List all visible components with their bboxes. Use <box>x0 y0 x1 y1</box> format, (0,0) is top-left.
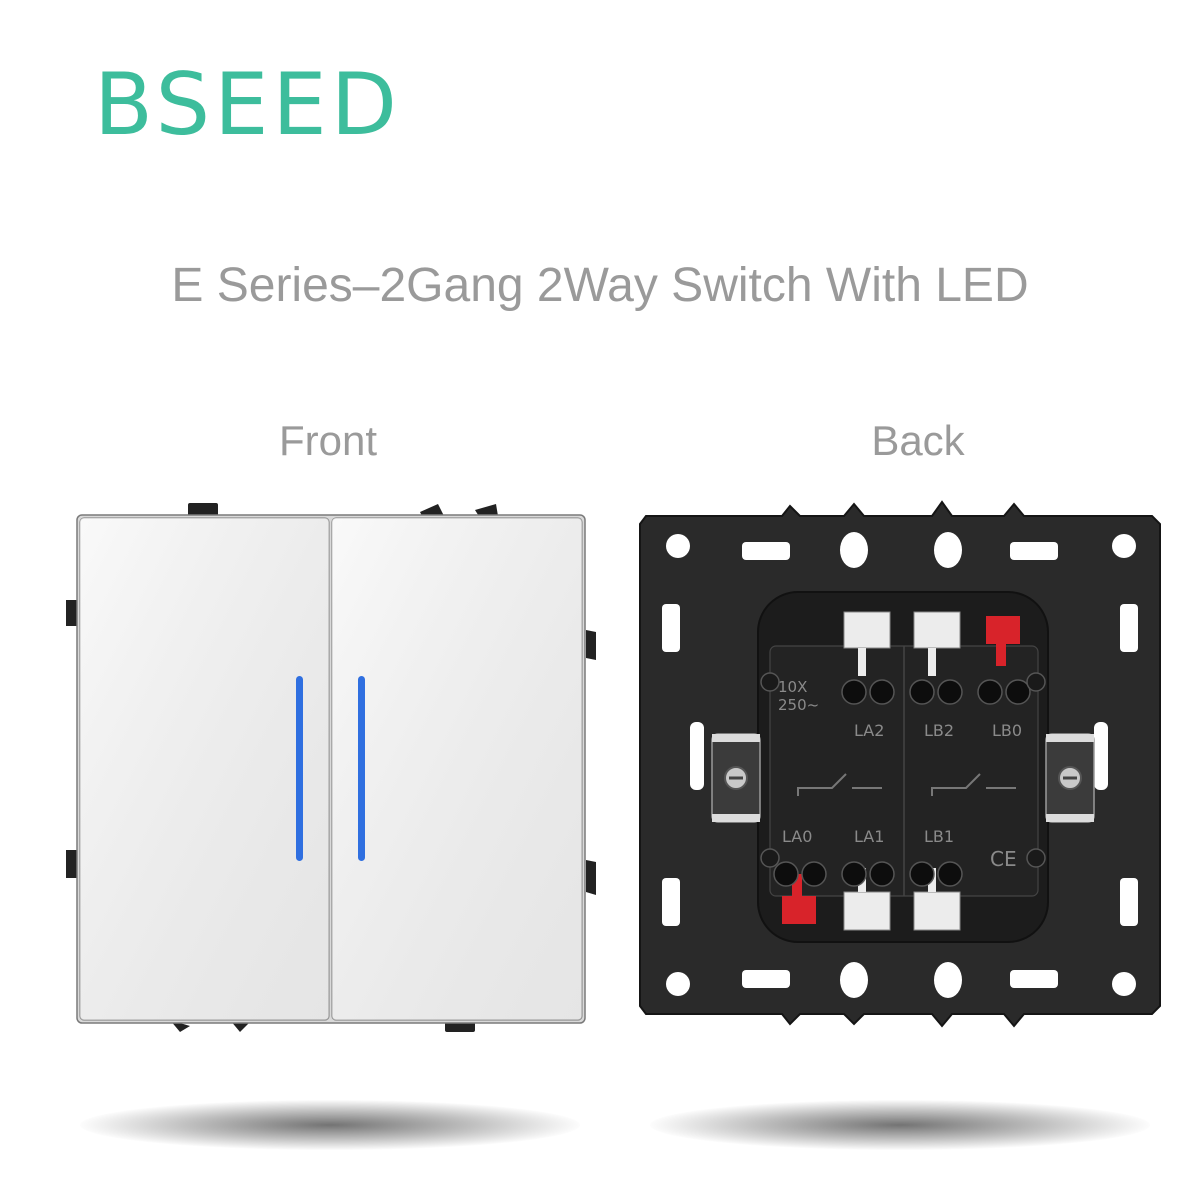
terminal-la0-label: LA0 <box>782 827 812 846</box>
product-title: E Series–2Gang 2Way Switch With LED <box>171 259 1029 312</box>
terminal-lb2-label: LB2 <box>924 721 954 740</box>
rating-current-text: 10X <box>778 678 807 696</box>
led-indicator-left <box>296 676 303 861</box>
brand-logo: BSEED <box>94 62 401 148</box>
back-shadow <box>650 1100 1150 1150</box>
switch-back-image: 10X 250~ LA2 LB2 LB0 LA0 LA1 LB1 CE <box>639 500 1161 1028</box>
front-label: Front <box>278 417 378 464</box>
terminal-la1-label: LA1 <box>854 827 884 846</box>
terminal-lb1-label: LB1 <box>924 827 954 846</box>
back-label: Back <box>871 417 965 464</box>
terminal-la2-label: LA2 <box>854 721 884 740</box>
led-indicator-right <box>358 676 365 861</box>
ce-mark: CE <box>990 847 1017 871</box>
switch-front-image <box>66 503 596 1032</box>
front-shadow <box>80 1100 580 1150</box>
rating-voltage-text: 250~ <box>778 696 819 714</box>
brand-logo-text: BSEED <box>94 55 401 155</box>
terminal-lb0-label: LB0 <box>992 721 1022 740</box>
